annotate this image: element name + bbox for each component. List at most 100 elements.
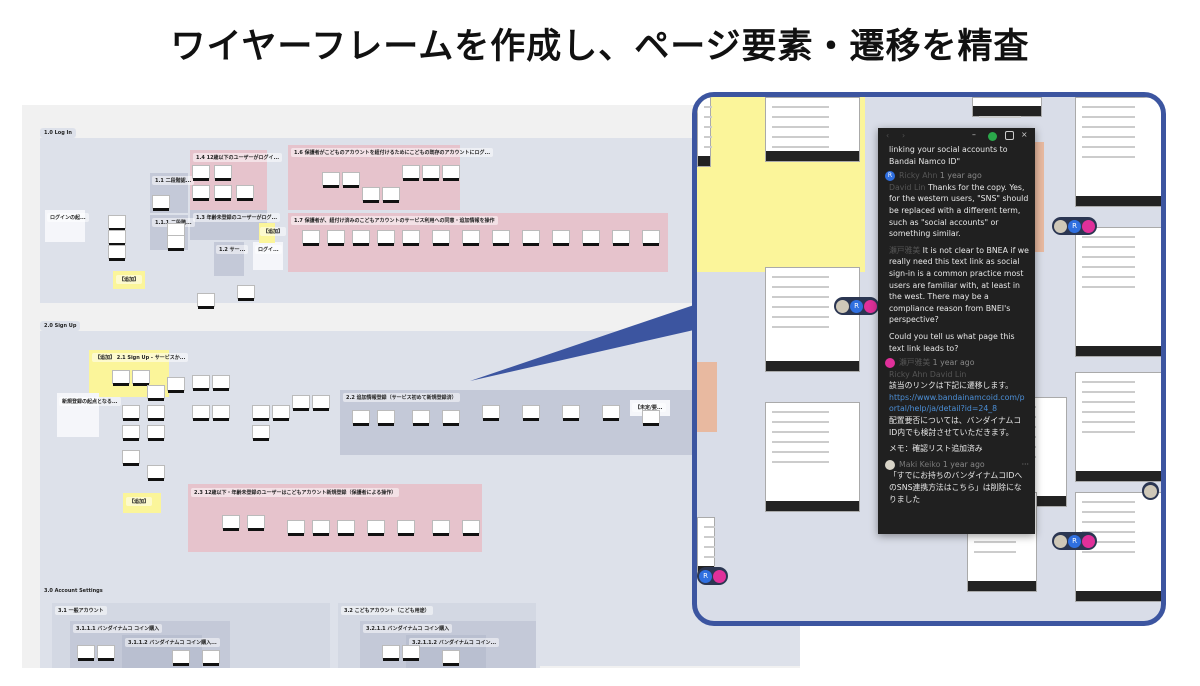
group-label: 3.2.1.1.2 バンダイナムコ コイン... xyxy=(409,638,500,647)
more-options-icon[interactable]: ··· xyxy=(1021,459,1029,469)
wireframe-screen xyxy=(1075,97,1161,207)
wireframe-thumbnail xyxy=(442,165,460,181)
group-label: 1.2 サー... xyxy=(216,245,249,254)
wireframe-thumbnail xyxy=(482,405,500,421)
wireframe-thumbnail xyxy=(192,165,210,181)
group-label: 【追加】 2.1 Sign Up - サービスか... xyxy=(92,353,189,362)
group-label: 新規登録の起点となる... xyxy=(59,397,121,406)
wireframe-thumbnail xyxy=(522,230,540,246)
presence-avatars: R xyxy=(834,297,879,315)
group-label: 1.4 12歳以下のユーザーがログイ... xyxy=(193,153,283,162)
wireframe-thumbnail xyxy=(122,450,140,466)
comment-text: Thanks for the copy. Yes, for the wester… xyxy=(889,182,1029,239)
wireframe-thumbnail xyxy=(172,650,190,666)
wireframe-thumbnail xyxy=(432,230,450,246)
comment-item: linking your social accounts to Bandai N… xyxy=(878,144,1035,167)
wireframe-thumbnail xyxy=(442,410,460,426)
wireframe-thumbnail xyxy=(367,520,385,536)
wireframe-thumbnail xyxy=(167,235,185,251)
wireframe-thumbnail xyxy=(108,215,126,231)
wireframe-thumbnail xyxy=(212,375,230,391)
wireframe-screen xyxy=(697,97,713,167)
comment-time: 1 year ago xyxy=(932,358,975,368)
wireframe-thumbnail xyxy=(402,645,420,661)
wireframe-thumbnail xyxy=(362,187,380,203)
wireframe-thumbnail xyxy=(342,172,360,188)
wireframe-thumbnail xyxy=(222,515,240,531)
wireframe-thumbnail xyxy=(582,230,600,246)
wireframe-thumbnail xyxy=(302,230,320,246)
added-note-2: 【追加】 xyxy=(259,223,287,243)
wireframe-thumbnail xyxy=(322,172,340,188)
group-label: 【追加】 xyxy=(260,227,287,236)
wireframe-thumbnail xyxy=(132,370,150,386)
comment-thread-panel[interactable]: ‹ › – × linking your social accounts to … xyxy=(878,128,1035,534)
minimize-icon[interactable]: – xyxy=(972,130,976,139)
mention[interactable]: 瀬戸雅美 xyxy=(889,245,921,255)
comment-author: 瀬戸雅美 xyxy=(899,358,931,368)
wireframe-thumbnail xyxy=(122,405,140,421)
wireframe-thumbnail xyxy=(462,520,480,536)
comment-panel-header: ‹ › – × xyxy=(878,128,1035,144)
avatar: R xyxy=(885,171,895,182)
wireframe-thumbnail xyxy=(292,395,310,411)
comment-text: 「すでにお持ちのバンダイナムコIDへのSNS連携方法はこちら」は削除になりました xyxy=(889,471,1023,504)
group-label: 3.1.1.1 バンダイナムコ コイン購入 xyxy=(73,624,163,633)
wireframe-thumbnail xyxy=(202,650,220,666)
presence-avatars xyxy=(1142,482,1159,500)
wireframe-thumbnail xyxy=(377,230,395,246)
wireframe-thumbnail xyxy=(382,187,400,203)
wireframe-thumbnail xyxy=(152,195,170,211)
login-entry: ログインの起... xyxy=(45,210,89,242)
wireframe-thumbnail xyxy=(212,405,230,421)
signup-entry: 新規登録の起点となる... xyxy=(57,393,121,437)
mention[interactable]: Ricky Ahn David Lin xyxy=(889,369,967,379)
presence-avatars: R xyxy=(1052,532,1097,550)
group-label: 【追加】 xyxy=(116,275,143,284)
share-icon[interactable] xyxy=(1005,131,1014,140)
group-label: 3.2.1.1 バンダイナムコ コイン購入 xyxy=(363,624,453,633)
wireframe-thumbnail xyxy=(352,230,370,246)
close-icon[interactable]: × xyxy=(1021,130,1028,139)
group-label: 3.2 こどもアカウント（こども用途） xyxy=(341,606,433,615)
wireframe-thumbnail xyxy=(602,405,620,421)
wireframe-thumbnail xyxy=(108,245,126,261)
wireframe-thumbnail xyxy=(192,375,210,391)
group-label: 1.3 年齢未登録のユーザーがログ... xyxy=(193,213,281,222)
wireframe-board[interactable]: 1.0 Log In 1.4 12歳以下のユーザーがログイ... 1.3 年齢未… xyxy=(22,105,800,668)
note-strip-left xyxy=(697,362,717,432)
group-label: 【未定/要... xyxy=(632,403,666,412)
wireframe-thumbnail xyxy=(147,425,165,441)
wireframe-thumbnail xyxy=(642,230,660,246)
wireframe-thumbnail xyxy=(377,410,395,426)
comment-author: Ricky Ahn xyxy=(899,171,938,181)
back-icon[interactable]: ‹ xyxy=(886,131,890,140)
comment-text: メモ：確認リスト追加済み xyxy=(889,444,983,454)
forward-icon[interactable]: › xyxy=(902,131,906,140)
wireframe-thumbnail xyxy=(522,405,540,421)
wireframe-thumbnail xyxy=(237,285,255,301)
mention[interactable]: David Lin xyxy=(889,182,926,192)
added-note-signup: 【追加】 xyxy=(123,493,161,513)
added-note: 【追加】 xyxy=(113,271,145,289)
comment-link[interactable]: https://www.bandainamcoid.com/portal/hel… xyxy=(889,392,1025,414)
wireframe-thumbnail xyxy=(247,515,265,531)
section-label-signup: 2.0 Sign Up xyxy=(40,321,81,331)
wireframe-thumbnail xyxy=(252,405,270,421)
wireframe-screen xyxy=(1075,227,1161,357)
wireframe-thumbnail xyxy=(272,405,290,421)
group-label: 1.7 保護者が、紐付け済みのこどもアカウントのサービス利用への同意・追加情報を… xyxy=(291,216,498,225)
wireframe-thumbnail xyxy=(236,185,254,201)
wireframe-thumbnail xyxy=(412,410,430,426)
group-label: ログイ... xyxy=(255,245,282,254)
wireframe-thumbnail xyxy=(312,395,330,411)
comment-text: 該当のリンクは下記に遷移します。 xyxy=(889,381,1013,391)
group-1-2: 1.2 サー... xyxy=(214,242,249,276)
wireframe-thumbnail xyxy=(402,165,420,181)
resolve-check-icon[interactable] xyxy=(988,132,997,141)
section-label-login: 1.0 Log In xyxy=(40,128,76,138)
wireframe-thumbnail xyxy=(108,230,126,246)
wireframe-thumbnail xyxy=(442,650,460,666)
